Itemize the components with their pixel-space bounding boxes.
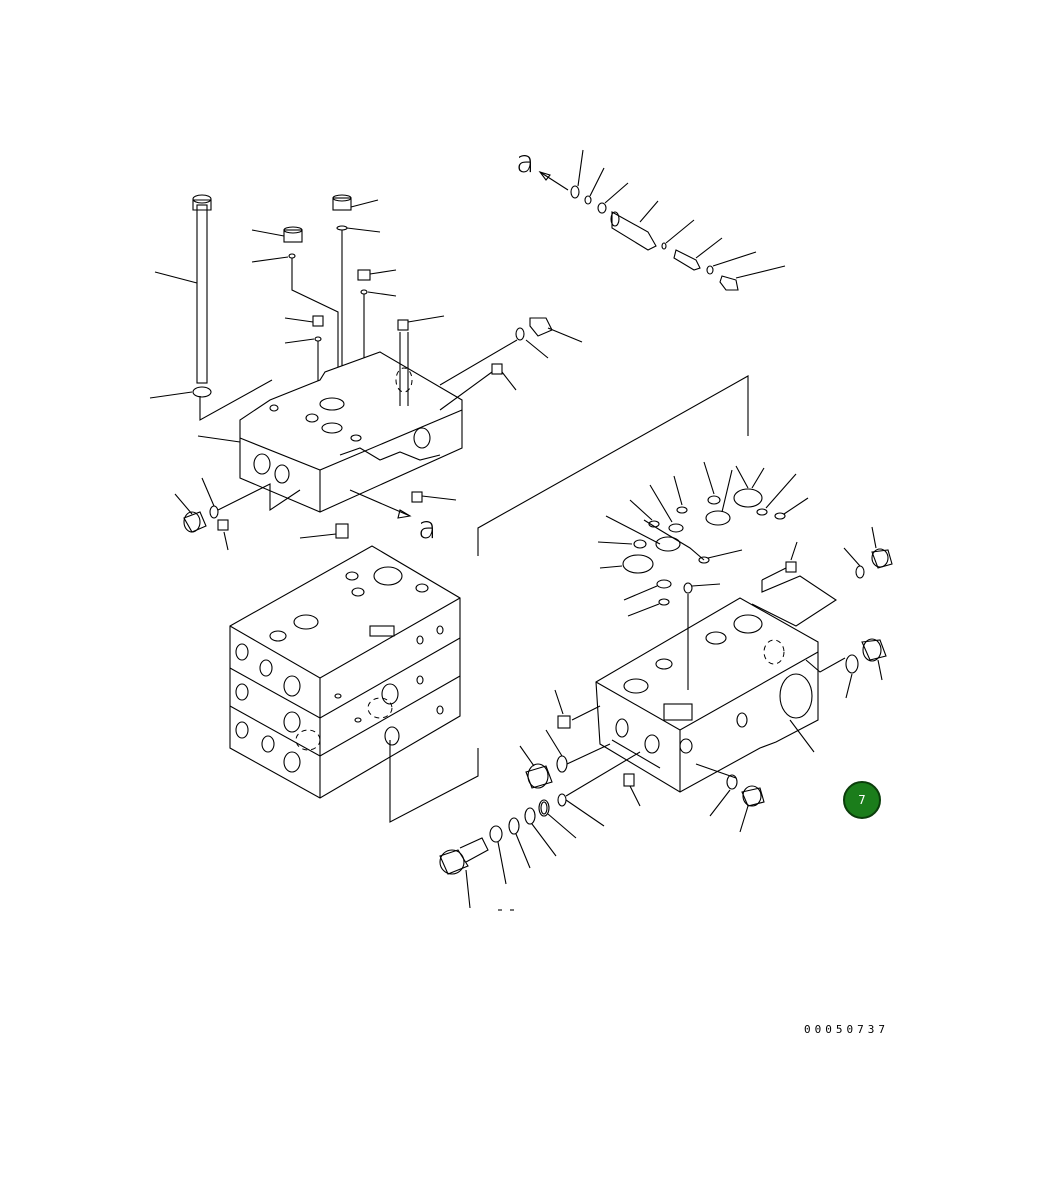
- drawing-reference-number: 00050737: [804, 1023, 889, 1036]
- stacked-valve-blocks: [229, 375, 749, 823]
- upper-valve-section: [149, 194, 583, 551]
- page-badge-label: 7: [858, 793, 866, 807]
- callout-a-bottom: a: [418, 511, 437, 546]
- page-badge-button[interactable]: 7: [843, 781, 881, 819]
- right-valve-section: [439, 461, 893, 911]
- callout-a-top: a: [516, 145, 535, 180]
- relief-valve-cartridge-group: [538, 149, 786, 291]
